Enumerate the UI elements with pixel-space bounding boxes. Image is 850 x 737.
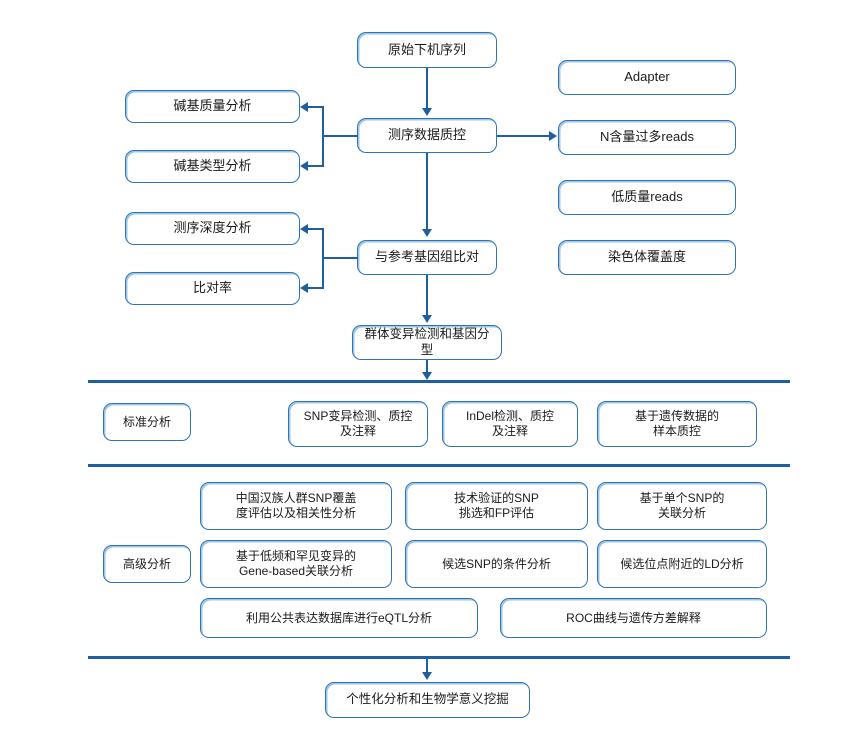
node-candidate-snp-conditional-label: 候选SNP的条件分析 [442,556,551,571]
node-raw-reads-label: 原始下机序列 [387,41,466,57]
section-label-standard-analysis-text: 标准分析 [122,414,171,429]
node-base-quality-analysis-label: 碱基质量分析 [173,98,252,114]
connector-alignment-left-bus [322,228,324,288]
node-alignment-rate-label: 比对率 [192,280,232,296]
node-low-quality-reads-label: 低质量reads [611,189,683,205]
node-base-quality-analysis[interactable]: 碱基质量分析 [125,90,300,123]
node-sequencing-depth-analysis-label: 测序深度分析 [173,220,252,236]
node-single-snp-association-label: 基于单个SNP的 关联分析 [639,491,725,520]
node-chromosome-coverage-label: 染色体覆盖度 [607,249,686,265]
node-han-chinese-snp-coverage-label: 中国汉族人群SNP覆盖 度评估以及相关性分析 [235,491,357,520]
node-reference-alignment[interactable]: 与参考基因组比对 [357,240,497,275]
node-adapter[interactable]: Adapter [558,60,736,95]
arrowhead-advanced-to-final [422,672,432,680]
node-chromosome-coverage[interactable]: 染色体覆盖度 [558,240,736,275]
connector-qc-left-stem [322,135,358,137]
connector-qc-to-base-quality [308,106,324,108]
node-validated-snp-selection-fp[interactable]: 技术验证的SNP 挑选和FP评估 [405,482,588,530]
node-alignment-rate[interactable]: 比对率 [125,272,300,305]
connector-qc-to-alignment [426,153,428,231]
arrowhead-alignment-to-variant [422,315,432,323]
node-sequencing-depth-analysis[interactable]: 测序深度分析 [125,212,300,245]
divider-final-top [88,656,790,659]
node-gene-based-association[interactable]: 基于低频和罕见变异的 Gene-based关联分析 [200,540,392,588]
node-indel-calling-qc-annotation[interactable]: InDel检测、质控 及注释 [442,401,578,447]
node-population-variant-genotyping-label: 群体变异检测和基因分型 [364,326,490,357]
node-high-n-reads[interactable]: N含量过多reads [558,120,736,155]
connector-qc-to-base-type [308,165,324,167]
connector-variant-to-standard [426,360,428,374]
section-label-advanced-analysis-text: 高级分析 [122,556,171,571]
divider-standard-top [88,380,790,383]
node-genetic-data-sample-qc-label: 基于遗传数据的 样本质控 [634,409,719,438]
node-snp-calling-qc-annotation-label: SNP变异检测、质控 及注释 [303,409,413,438]
connector-advanced-to-final [426,656,428,674]
arrowhead-qc-to-base-type [300,161,308,171]
node-public-expression-eqtl-label: 利用公共表达数据库进行eQTL分析 [245,610,432,625]
connector-alignment-to-variant [426,275,428,317]
node-sequencing-qc-label: 测序数据质控 [387,127,466,143]
node-genetic-data-sample-qc[interactable]: 基于遗传数据的 样本质控 [597,401,757,447]
arrowhead-qc-to-alignment [422,229,432,237]
node-reference-alignment-label: 与参考基因组比对 [374,249,479,265]
section-label-advanced-analysis[interactable]: 高级分析 [103,545,191,583]
connector-qc-left-bus [322,106,324,166]
arrowhead-qc-to-base-quality [300,102,308,112]
node-candidate-snp-conditional[interactable]: 候选SNP的条件分析 [405,540,588,588]
node-snp-calling-qc-annotation[interactable]: SNP变异检测、质控 及注释 [288,401,428,447]
connector-alignment-left-stem [322,257,358,259]
node-low-quality-reads[interactable]: 低质量reads [558,180,736,215]
connector-raw-to-qc [426,68,428,110]
node-indel-calling-qc-annotation-label: InDel检测、质控 及注释 [465,409,554,438]
node-sequencing-qc[interactable]: 测序数据质控 [357,118,497,153]
divider-advanced-top [88,464,790,467]
node-base-type-analysis-label: 碱基类型分析 [173,158,252,174]
connector-alignment-to-rate [308,287,324,289]
section-label-standard-analysis[interactable]: 标准分析 [103,403,191,441]
arrowhead-alignment-to-rate [300,283,308,293]
node-population-variant-genotyping[interactable]: 群体变异检测和基因分型 [352,325,502,360]
arrowhead-variant-to-standard [422,372,432,380]
arrowhead-raw-to-qc [422,108,432,116]
arrowhead-alignment-to-depth [300,224,308,234]
connector-qc-to-n-reads [497,135,551,137]
node-personalized-analysis-label: 个性化分析和生物学意义挖掘 [346,692,509,707]
node-roc-genetic-variance[interactable]: ROC曲线与遗传方差解释 [500,598,767,638]
node-raw-reads[interactable]: 原始下机序列 [357,32,497,68]
node-personalized-analysis[interactable]: 个性化分析和生物学意义挖掘 [325,682,530,718]
node-base-type-analysis[interactable]: 碱基类型分析 [125,150,300,183]
node-validated-snp-selection-fp-label: 技术验证的SNP 挑选和FP评估 [454,491,539,520]
connector-alignment-to-depth [308,228,324,230]
node-han-chinese-snp-coverage[interactable]: 中国汉族人群SNP覆盖 度评估以及相关性分析 [200,482,392,530]
node-public-expression-eqtl[interactable]: 利用公共表达数据库进行eQTL分析 [200,598,478,638]
node-roc-genetic-variance-label: ROC曲线与遗传方差解释 [566,610,701,625]
node-candidate-locus-ld[interactable]: 候选位点附近的LD分析 [597,540,767,588]
node-single-snp-association[interactable]: 基于单个SNP的 关联分析 [597,482,767,530]
node-candidate-locus-ld-label: 候选位点附近的LD分析 [620,556,744,571]
arrowhead-qc-to-n-reads [549,131,557,141]
node-adapter-label: Adapter [624,69,670,85]
node-gene-based-association-label: 基于低频和罕见变异的 Gene-based关联分析 [235,549,356,578]
node-high-n-reads-label: N含量过多reads [600,129,694,145]
